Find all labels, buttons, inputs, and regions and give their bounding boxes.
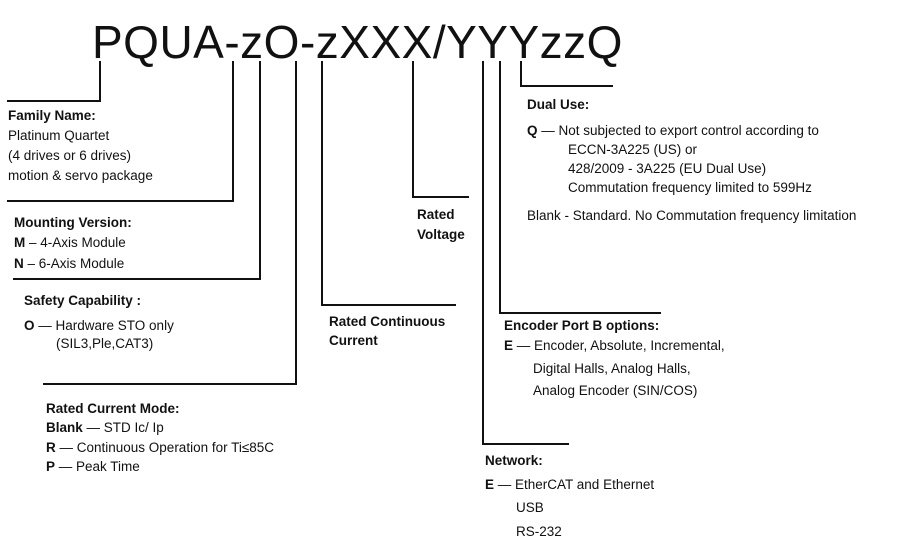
encoder-b-line-2: Analog Encoder (SIN/COS) xyxy=(533,383,698,398)
dual-use-line-2: 428/2009 - 3A225 (EU Dual Use) xyxy=(568,161,767,176)
current-mode-code-blank: Blank xyxy=(46,420,83,435)
current-mode-blank: Blank — STD Ic/ Ip xyxy=(46,418,164,438)
family-line-3: motion & servo package xyxy=(8,168,153,183)
encoder-b-connector xyxy=(499,61,661,314)
safety-text-2: (SIL3,Ple,CAT3) xyxy=(56,336,154,351)
encoder-b-line-1: Digital Halls, Analog Halls, xyxy=(533,361,691,376)
mounting-text-m: – 4-Axis Module xyxy=(25,235,126,250)
rated-current-line-1: Rated Continuous xyxy=(329,314,446,329)
network-option: E — EtherCAT and Ethernet xyxy=(485,475,654,495)
part-number-code: PQUA-zO-zXXX/YYYzzQ xyxy=(92,16,623,68)
network-code: E xyxy=(485,477,495,492)
mounting-option-m: M – 4-Axis Module xyxy=(14,233,126,253)
current-mode-p: P — Peak Time xyxy=(46,457,140,477)
dual-use-code-q: Q xyxy=(527,123,538,138)
current-mode-code-r: R xyxy=(46,440,56,455)
dual-use-line-1: ECCN-3A225 (US) or xyxy=(568,142,698,157)
network-connector xyxy=(482,61,569,445)
encoder-b-code: E xyxy=(504,338,514,353)
family-line-1: Platinum Quartet xyxy=(8,128,110,143)
dual-use-text-q: — Not subjected to export control accord… xyxy=(537,123,819,138)
rated-current-connector xyxy=(321,61,456,306)
safety-code: O xyxy=(24,318,35,333)
mounting-connector xyxy=(7,61,234,202)
dual-use-blank: Blank - Standard. No Commutation frequen… xyxy=(527,208,857,223)
rated-voltage-line-1: Rated xyxy=(417,207,455,222)
network-line-2: RS-232 xyxy=(516,524,562,539)
current-mode-code-p: P xyxy=(46,459,56,474)
current-mode-title: Rated Current Mode: xyxy=(46,401,180,416)
dual-use-line-3: Commutation frequency limited to 599Hz xyxy=(568,180,812,195)
rated-voltage-connector xyxy=(412,61,469,198)
current-mode-text-p: — Peak Time xyxy=(55,459,140,474)
current-mode-text-r: — Continuous Operation for Ti≤85C xyxy=(55,440,275,455)
network-text: — EtherCAT and Ethernet xyxy=(494,477,655,492)
safety-option: O — Hardware STO only xyxy=(24,316,174,336)
dual-use-connector xyxy=(520,61,613,87)
rated-voltage-line-2: Voltage xyxy=(417,227,465,242)
network-title: Network: xyxy=(485,453,543,468)
current-mode-text-blank: — STD Ic/ Ip xyxy=(82,420,164,435)
family-line-2: (4 drives or 6 drives) xyxy=(8,148,132,163)
mounting-option-n: N – 6-Axis Module xyxy=(14,254,124,274)
encoder-b-option: E — Encoder, Absolute, Incremental, xyxy=(504,336,725,356)
family-title: Family Name: xyxy=(8,108,96,123)
safety-connector xyxy=(13,61,261,280)
dual-use-title: Dual Use: xyxy=(527,97,590,112)
encoder-b-text: — Encoder, Absolute, Incremental, xyxy=(513,338,725,353)
current-mode-r: R — Continuous Operation for Ti≤85C xyxy=(46,438,274,458)
network-line-1: USB xyxy=(516,500,544,515)
encoder-b-title: Encoder Port B options: xyxy=(504,318,660,333)
family-connector xyxy=(7,61,101,102)
dual-use-q: Q — Not subjected to export control acco… xyxy=(527,121,819,141)
mounting-title: Mounting Version: xyxy=(14,215,132,230)
current-mode-connector xyxy=(43,61,297,385)
mounting-text-n: – 6-Axis Module xyxy=(23,256,125,271)
safety-text: — Hardware STO only xyxy=(34,318,174,333)
rated-current-line-2: Current xyxy=(329,333,378,348)
mounting-code-m: M xyxy=(14,235,26,250)
mounting-code-n: N xyxy=(14,256,24,271)
safety-title: Safety Capability : xyxy=(24,293,142,308)
